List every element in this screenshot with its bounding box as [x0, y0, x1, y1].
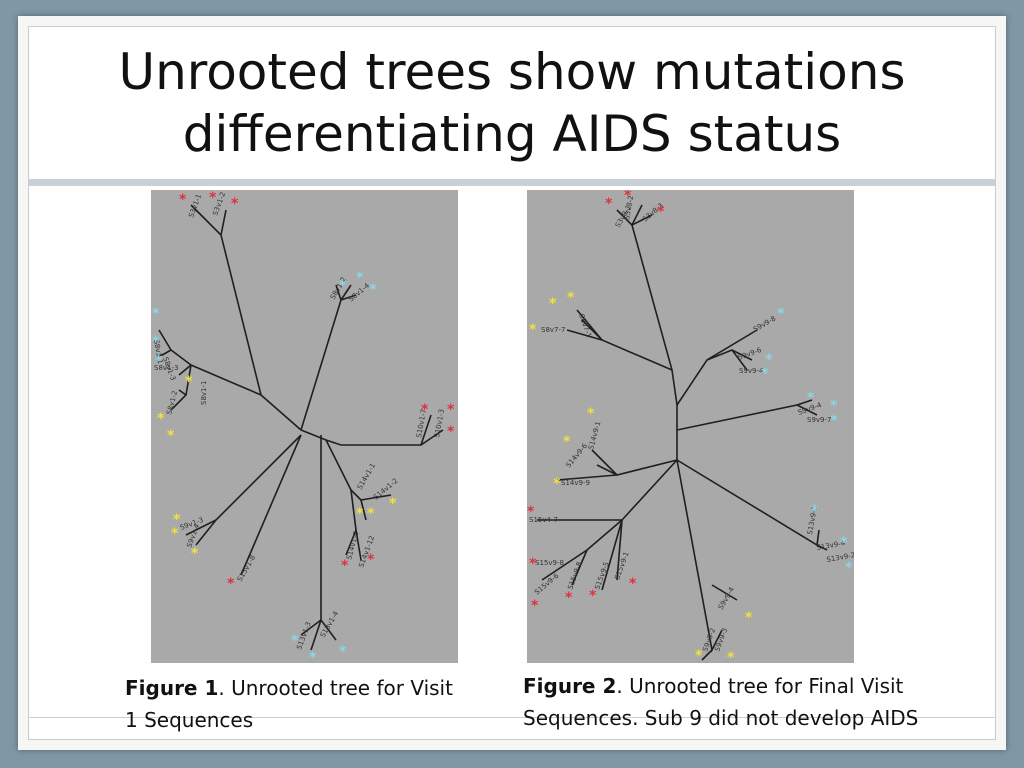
svg-text:*: * [447, 424, 455, 440]
svg-text:S8v1-3: S8v1-3 [154, 364, 178, 372]
svg-text:*: * [152, 334, 160, 350]
svg-text:*: * [811, 503, 819, 519]
svg-text:*: * [587, 406, 595, 422]
svg-text:*: * [291, 633, 299, 649]
svg-text:*: * [157, 411, 165, 427]
svg-text:S15v9-8: S15v9-8 [535, 559, 564, 567]
svg-text:*: * [529, 556, 537, 572]
svg-text:S10v1-3: S10v1-3 [433, 408, 446, 438]
svg-text:*: * [761, 366, 769, 382]
figure-1-tree-image: S3v1-1 S3v1-2 S8v1-2 S8v1-4 S8v1-1 S8v1-… [151, 190, 458, 663]
svg-text:*: * [447, 402, 455, 418]
svg-text:*: * [527, 504, 535, 520]
svg-text:*: * [567, 290, 575, 306]
svg-text:*: * [152, 306, 160, 322]
svg-text:S13v1-4: S13v1-4 [319, 609, 341, 639]
svg-text:*: * [529, 322, 537, 338]
svg-text:*: * [629, 576, 637, 592]
svg-text:*: * [657, 204, 665, 220]
svg-text:S9v9-7: S9v9-7 [807, 416, 831, 424]
svg-text:*: * [367, 506, 375, 522]
svg-text:*: * [605, 196, 613, 212]
svg-text:S8v1-1: S8v1-1 [200, 381, 208, 405]
svg-text:*: * [191, 546, 199, 562]
svg-text:*: * [765, 352, 773, 368]
svg-text:S14v9-1: S14v9-1 [587, 420, 602, 450]
svg-text:*: * [531, 598, 539, 614]
svg-text:*: * [155, 353, 163, 369]
footer-divider [29, 717, 995, 718]
figure-1-tree-drawing: S3v1-1 S3v1-2 S8v1-2 S8v1-4 S8v1-1 S8v1-… [152, 190, 455, 663]
svg-text:S15v4-7: S15v4-7 [529, 516, 558, 524]
svg-text:*: * [695, 648, 703, 663]
figure-2-caption: Figure 2. Unrooted tree for Final Visit … [523, 670, 983, 734]
svg-text:*: * [563, 434, 571, 450]
svg-text:S15v9-8: S15v9-8 [566, 561, 583, 591]
svg-text:*: * [356, 506, 364, 522]
figure-2-caption-label: Figure 2 [523, 674, 617, 698]
svg-text:*: * [553, 476, 561, 492]
svg-text:*: * [179, 192, 187, 208]
svg-text:S14v1-1: S14v1-1 [356, 462, 377, 491]
figure-2-caption-text: . Unrooted tree for Final Visit Sequence… [523, 674, 919, 730]
svg-text:S15v1-8: S15v1-8 [236, 554, 257, 583]
title-line-1: Unrooted trees show mutations [118, 43, 906, 101]
svg-text:S9v9-8: S9v9-8 [752, 315, 777, 334]
svg-text:*: * [209, 190, 217, 206]
svg-text:S14v9-9: S14v9-9 [561, 479, 590, 487]
svg-text:*: * [389, 496, 397, 512]
svg-text:*: * [341, 558, 349, 574]
svg-text:S8v1-2: S8v1-2 [165, 390, 179, 416]
svg-text:*: * [745, 610, 753, 626]
svg-text:*: * [356, 270, 364, 286]
svg-text:S8v7-7: S8v7-7 [541, 326, 565, 334]
svg-text:*: * [185, 374, 193, 390]
figure-1-caption-text: . Unrooted tree for Visit 1 Sequences [125, 676, 453, 732]
svg-text:*: * [565, 590, 573, 606]
svg-text:*: * [231, 196, 239, 212]
svg-text:*: * [549, 296, 557, 312]
svg-text:*: * [421, 402, 429, 418]
svg-text:*: * [339, 278, 347, 294]
figure-1-caption: Figure 1. Unrooted tree for Visit 1 Sequ… [125, 672, 465, 736]
svg-text:*: * [309, 650, 317, 663]
svg-text:*: * [369, 282, 377, 298]
svg-text:*: * [339, 644, 347, 660]
svg-text:*: * [367, 552, 375, 568]
figure-2-tree-drawing: S3v8-1 S3v8-2 S3v8-3 S8v7-1 S8v7-7 S9v9-… [527, 190, 854, 663]
svg-text:*: * [777, 306, 785, 322]
svg-text:S15v9-5: S15v9-5 [593, 561, 610, 591]
svg-text:*: * [171, 526, 179, 542]
svg-text:S15v9-6: S15v9-6 [533, 571, 561, 596]
title-divider [29, 179, 995, 186]
svg-text:*: * [227, 576, 235, 592]
svg-text:*: * [589, 588, 597, 604]
svg-text:*: * [830, 398, 838, 414]
svg-text:*: * [173, 512, 181, 528]
figure-1-caption-label: Figure 1 [125, 676, 219, 700]
svg-text:*: * [830, 413, 838, 429]
svg-text:S9v9-4: S9v9-4 [739, 367, 764, 375]
title-line-2: differentiating AIDS status [182, 105, 842, 163]
svg-text:*: * [845, 560, 853, 576]
svg-text:*: * [167, 428, 175, 444]
svg-text:*: * [840, 535, 848, 551]
slide-title: Unrooted trees show mutations differenti… [29, 41, 995, 165]
svg-text:*: * [727, 650, 735, 663]
svg-text:*: * [624, 190, 632, 204]
svg-text:*: * [807, 390, 815, 406]
figure-2-tree-image: S3v8-1 S3v8-2 S3v8-3 S8v7-1 S8v7-7 S9v9-… [527, 190, 854, 663]
